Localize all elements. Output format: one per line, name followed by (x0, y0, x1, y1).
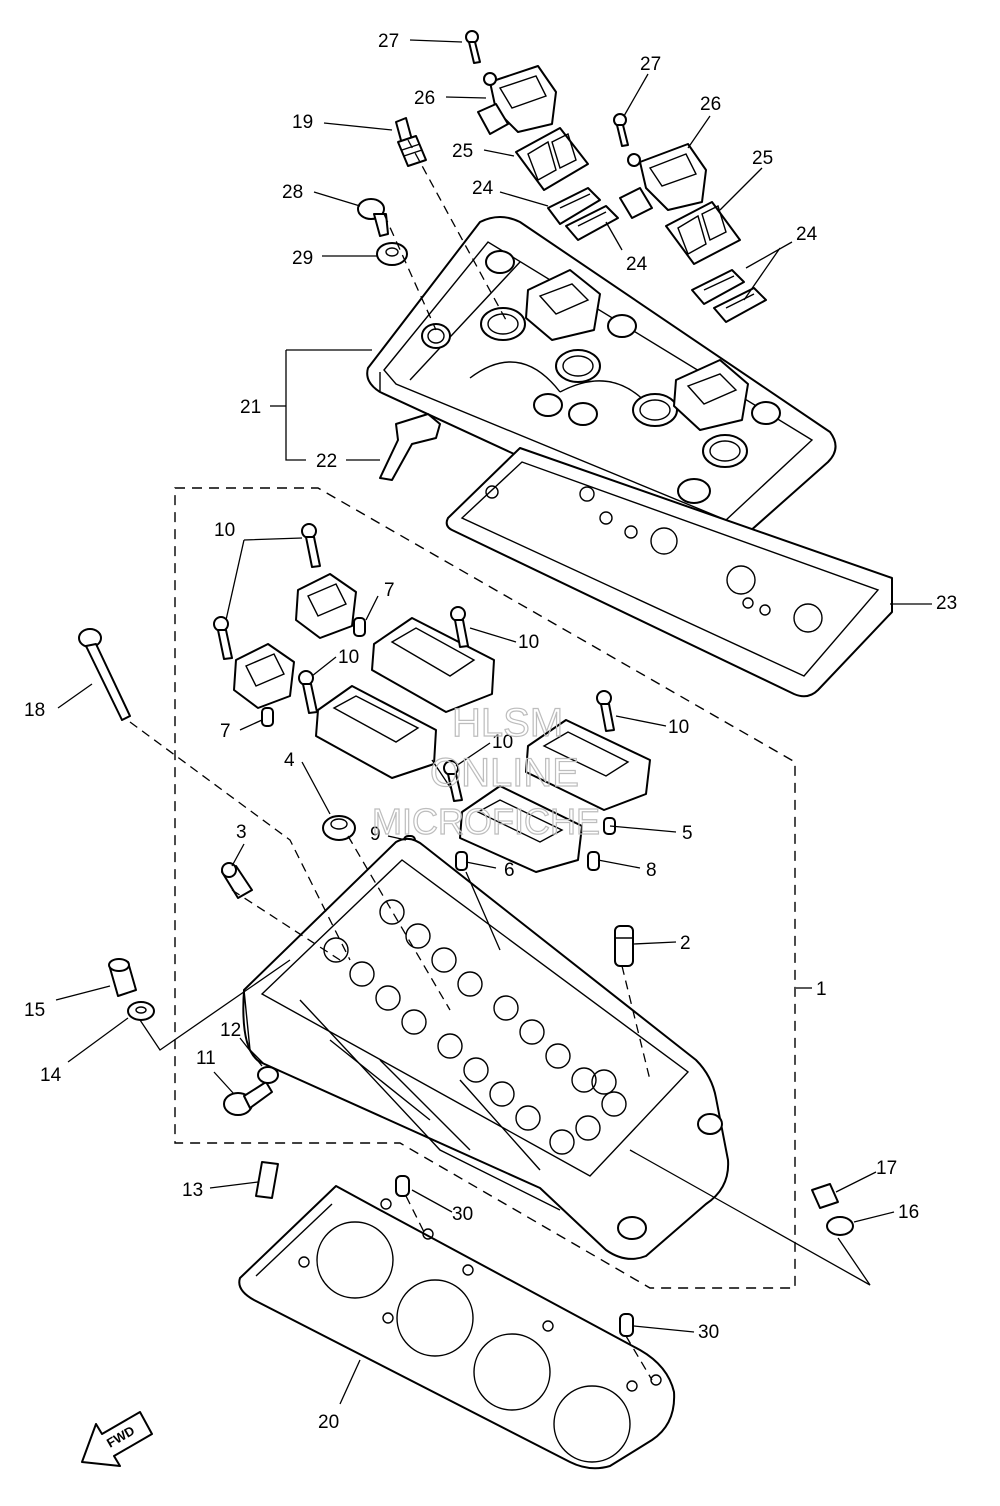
callout-21: 21 (240, 397, 261, 418)
callout-20: 20 (318, 1412, 339, 1433)
coil-connector-d (713, 287, 767, 323)
callout-5: 5 (682, 823, 693, 844)
cam-cap-mid-lower (315, 685, 437, 779)
watermark-line-1: HLSM (452, 701, 563, 745)
callout-3: 3 (236, 822, 247, 843)
cover-washer (376, 242, 408, 266)
cam-cap-left-upper (295, 573, 357, 639)
cam-cap-right-upper (525, 719, 651, 811)
callout-10-c: 10 (338, 647, 359, 668)
callout-10-d: 10 (668, 717, 689, 738)
callout-8: 8 (646, 860, 657, 881)
callout-19: 19 (292, 112, 313, 133)
callout-numbers: 27 26 19 25 24 28 29 21 22 27 26 25 24 2… (24, 31, 957, 1433)
callout-10-b: 10 (518, 632, 539, 653)
callout-30-lower: 30 (698, 1322, 719, 1343)
callout-27-upper: 27 (378, 31, 399, 52)
callout-leaders (55, 39, 932, 1405)
fwd-arrow (81, 1411, 153, 1467)
callout-25-upper: 25 (452, 141, 473, 162)
stud-3 (221, 862, 253, 899)
callout-13: 13 (182, 1180, 203, 1201)
callout-2: 2 (680, 933, 691, 954)
head-cover-gasket (445, 447, 893, 698)
coil-gasket-lower (665, 201, 741, 265)
watermark-line-3: MICROFICHE (372, 801, 600, 842)
bolt-11 (223, 1081, 273, 1116)
spark-plug (395, 117, 427, 167)
callout-16: 16 (898, 1202, 919, 1223)
washer-16 (826, 1216, 854, 1236)
callout-26-lower: 26 (700, 94, 721, 115)
stud-13 (255, 1161, 279, 1199)
callout-10-a: 10 (214, 520, 235, 541)
cylinder-head (242, 837, 730, 1260)
dowel-30-lower (619, 1313, 634, 1337)
leader-lines (129, 139, 871, 1381)
valve-guide-2 (614, 925, 634, 967)
callout-24-c: 24 (796, 224, 818, 245)
callout-9: 9 (370, 824, 381, 845)
coil-gasket-upper (515, 127, 589, 191)
cylinder-head-gasket (238, 1185, 676, 1470)
coil-connector-a (547, 187, 601, 225)
washer-12 (257, 1066, 279, 1084)
coil-bolt-lower (613, 113, 629, 147)
callout-6: 6 (504, 860, 515, 881)
callout-11: 11 (196, 1048, 216, 1069)
cap-plug (322, 815, 356, 841)
coil-connector-b (565, 205, 619, 241)
cam-cap-mid-upper (371, 617, 495, 713)
callout-26-upper: 26 (414, 88, 435, 109)
gasket-holes (485, 485, 823, 633)
callout-23: 23 (936, 593, 957, 614)
callout-14: 14 (40, 1065, 62, 1086)
coil-bolt-upper (465, 30, 481, 64)
ignition-coil-upper (477, 65, 557, 135)
cam-cap-left-lower (233, 643, 295, 709)
cam-cap-bolts (213, 523, 615, 802)
callout-29: 29 (292, 248, 313, 269)
callout-17: 17 (876, 1158, 897, 1179)
callout-15: 15 (24, 1000, 45, 1021)
callout-25-lower: 25 (752, 148, 773, 169)
washer-14 (127, 1001, 155, 1021)
callout-27-lower: 27 (640, 54, 661, 75)
coil-connector-c (691, 269, 745, 305)
cylinder-head-cover (366, 216, 837, 547)
plug-15 (108, 958, 137, 997)
callout-28: 28 (282, 182, 303, 203)
watermark-line-2: ONLINE (430, 751, 579, 795)
bracket (379, 413, 441, 481)
ignition-coil-lower (619, 143, 707, 219)
plug-17 (811, 1183, 839, 1209)
callout-7-upper: 7 (384, 580, 395, 601)
callout-10-e: 10 (492, 732, 513, 753)
callout-24-a: 24 (472, 178, 494, 199)
watermark: HLSM ONLINE MICROFICHE (371, 700, 600, 842)
cover-bolt (357, 198, 389, 237)
callout-12: 12 (220, 1020, 241, 1041)
callout-30-upper: 30 (452, 1204, 473, 1225)
head-bolt (78, 628, 131, 721)
head-assembly-box (174, 487, 796, 1289)
callout-4: 4 (284, 750, 295, 771)
callout-1: 1 (816, 979, 827, 1000)
callout-24-b: 24 (626, 254, 648, 275)
valve-lifters (323, 899, 627, 1155)
callout-7-lower: 7 (220, 721, 231, 742)
callout-22: 22 (316, 451, 337, 472)
cam-cap-right-lower (459, 785, 583, 873)
callout-18: 18 (24, 700, 45, 721)
dowel-30-upper (395, 1175, 410, 1197)
